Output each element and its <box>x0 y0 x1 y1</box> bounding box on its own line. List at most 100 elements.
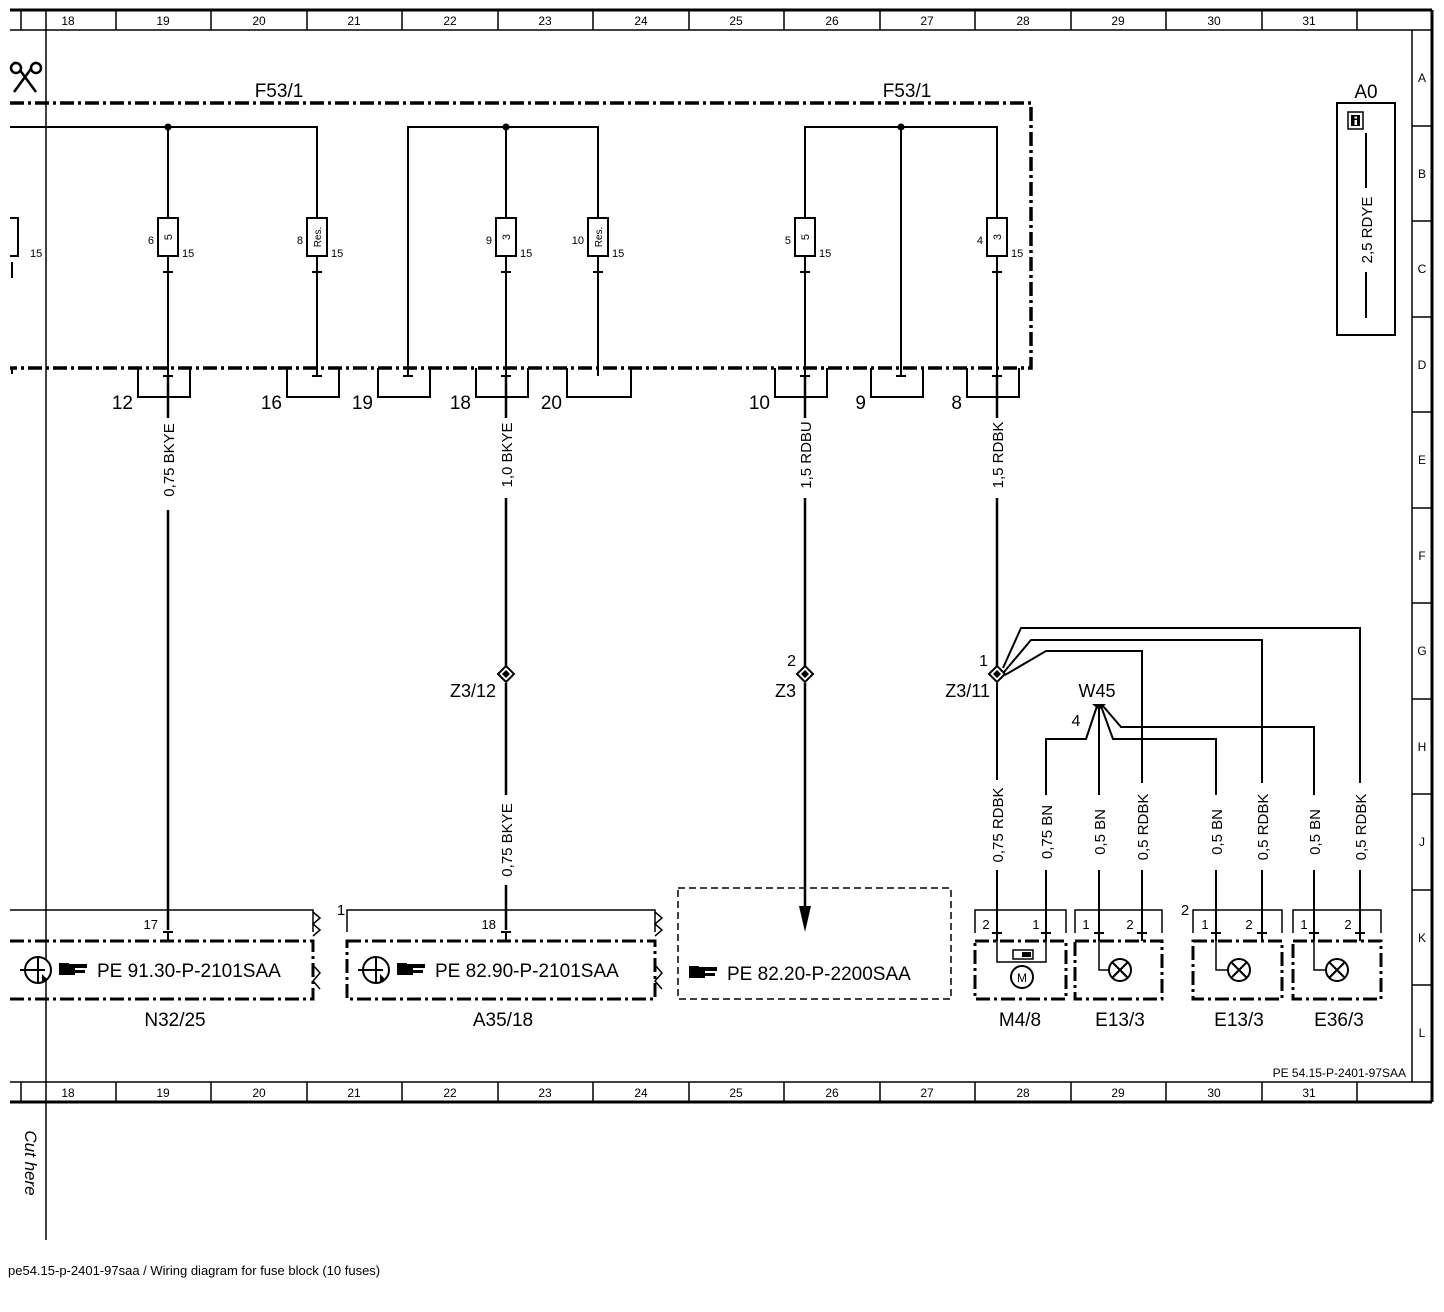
col-label-bottom: 29 <box>1111 1086 1125 1100</box>
col-label-bottom: 25 <box>729 1086 743 1100</box>
legend-a0: A0 2,5 RDYE <box>1336 82 1396 336</box>
component-name: E13/3 <box>1095 1010 1145 1031</box>
col-label-bottom: 26 <box>825 1086 839 1100</box>
control-unit-icon <box>20 956 52 984</box>
wire-label: 0,5 RDBK <box>1255 794 1272 861</box>
fuse-number: 10 <box>572 235 584 247</box>
drawing-frame <box>10 8 1434 1240</box>
wire-label: 1,5 RDBK <box>990 422 1007 489</box>
col-label-top: 20 <box>252 14 266 28</box>
col-label-bottom: 18 <box>61 1086 75 1100</box>
component-n32-25: 17 PE 91.30-P-2101SAA N32/25 <box>10 909 322 1031</box>
splice-pin: 1 <box>979 653 988 670</box>
break-symbol-icon <box>311 911 322 937</box>
component-name: M4/8 <box>999 1010 1041 1031</box>
ground-pin: 4 <box>1072 713 1081 730</box>
col-label-bottom: 20 <box>252 1086 266 1100</box>
col-label-bottom: 27 <box>920 1086 934 1100</box>
fuse-terminal: 15 <box>182 248 194 260</box>
branch-wires <box>996 627 1361 933</box>
component-pin: 2 <box>982 917 989 932</box>
reference-hand-icon <box>689 966 717 978</box>
col-label-bottom: 28 <box>1016 1086 1030 1100</box>
document-reference: PE 54.15-P-2401-97SAA <box>1273 1066 1406 1080</box>
fuse-number: 4 <box>977 235 983 247</box>
motor-symbol: M <box>1017 971 1027 985</box>
cut-here-label: Cut here <box>21 1130 40 1196</box>
motor-icon: M <box>1010 949 1034 989</box>
col-label-top: 18 <box>61 14 75 28</box>
fuse-contacts <box>163 271 1002 278</box>
col-label-bottom: 22 <box>443 1086 457 1100</box>
fuse-rating: 3 <box>501 234 513 240</box>
reference-text: PE 82.20-P-2200SAA <box>727 964 911 985</box>
col-label-bottom: 23 <box>538 1086 552 1100</box>
col-label-bottom: 19 <box>156 1086 170 1100</box>
fuse-8: Res. 8 15 <box>297 217 343 376</box>
col-label-bottom: 24 <box>634 1086 648 1100</box>
column-grid-ticks <box>20 10 1358 1102</box>
row-label: A <box>1418 71 1426 85</box>
connector-pin-labels: 12 16 19 18 20 10 9 8 <box>112 393 962 414</box>
col-label-top: 23 <box>538 14 552 28</box>
component-e13-3-b: 2 1 2 E13/3 <box>1181 902 1284 1031</box>
connector-brackets <box>11 368 1020 398</box>
component-pin: 1 <box>1032 917 1039 932</box>
component-e36-3: 1 2 E36/3 <box>1291 909 1383 1031</box>
wire-label: 0,75 BKYE <box>499 803 516 876</box>
fuse-terminal: 15 <box>520 248 532 260</box>
fuse-terminal: 15 <box>30 248 42 260</box>
component-pin: 18 <box>482 917 496 932</box>
component-pin: 17 <box>144 917 158 932</box>
splice-pin: 2 <box>787 653 796 670</box>
col-label-bottom: 21 <box>347 1086 361 1100</box>
wire-label: 0,5 BN <box>1307 809 1324 855</box>
splice-label: Z3 <box>775 681 796 701</box>
component-pin: 1 <box>1300 917 1307 932</box>
wire-label: 0,75 BKYE <box>161 423 178 496</box>
component-m4-8: 2 1 M M4/8 <box>973 909 1068 1031</box>
component-pin: 1 <box>1082 917 1089 932</box>
splice-label: Z3/11 <box>945 681 990 701</box>
harness-wires <box>166 376 999 930</box>
fuse-terminal: 15 <box>331 248 343 260</box>
col-label-top: 30 <box>1207 14 1221 28</box>
fuse-terminal: 15 <box>819 248 831 260</box>
row-label: H <box>1418 740 1427 754</box>
fuse-number: 9 <box>486 235 492 247</box>
row-grid-ticks <box>1412 29 1432 1083</box>
fuse-rating: 5 <box>163 234 175 240</box>
component-name: A35/18 <box>473 1010 533 1031</box>
reference-text: PE 91.30-P-2101SAA <box>97 961 281 982</box>
col-label-top: 27 <box>920 14 934 28</box>
fuse-block-label: F53/1 <box>883 81 932 102</box>
wire-label: 0,75 RDBK <box>990 787 1007 862</box>
row-label: G <box>1417 644 1426 658</box>
col-label-top: 29 <box>1111 14 1125 28</box>
col-label-bottom: 30 <box>1207 1086 1221 1100</box>
row-label: E <box>1418 453 1426 467</box>
component-pin: 2 <box>1344 917 1351 932</box>
wire-label: 0,5 BN <box>1092 809 1109 855</box>
legend-id: A0 <box>1354 82 1377 103</box>
row-labels: A B C D E F G H J K L <box>1417 71 1426 1040</box>
component-pin: 1 <box>1201 917 1208 932</box>
pin-label: 12 <box>112 393 133 414</box>
fuse-number: 5 <box>785 235 791 247</box>
reference-box-z3: PE 82.20-P-2200SAA <box>677 887 952 1000</box>
row-label: L <box>1419 1026 1426 1040</box>
lamp-icon <box>1108 958 1132 982</box>
reference-text: PE 82.90-P-2101SAA <box>435 961 619 982</box>
row-label: K <box>1418 931 1426 945</box>
ground-point-w45: W45 4 <box>1072 681 1116 730</box>
pin-label: 8 <box>951 393 962 414</box>
row-label: D <box>1418 358 1427 372</box>
wire-label: 0,5 BN <box>1209 809 1226 855</box>
fuse-rating: Res. <box>594 227 605 248</box>
component-name: E36/3 <box>1314 1010 1364 1031</box>
fuse-block-outline <box>10 101 1033 370</box>
fuse-5: 5 5 15 <box>785 217 831 376</box>
col-label-top: 19 <box>156 14 170 28</box>
row-label: C <box>1418 262 1427 276</box>
footer-caption: pe54.15-p-2401-97saa / Wiring diagram fo… <box>8 1263 381 1278</box>
